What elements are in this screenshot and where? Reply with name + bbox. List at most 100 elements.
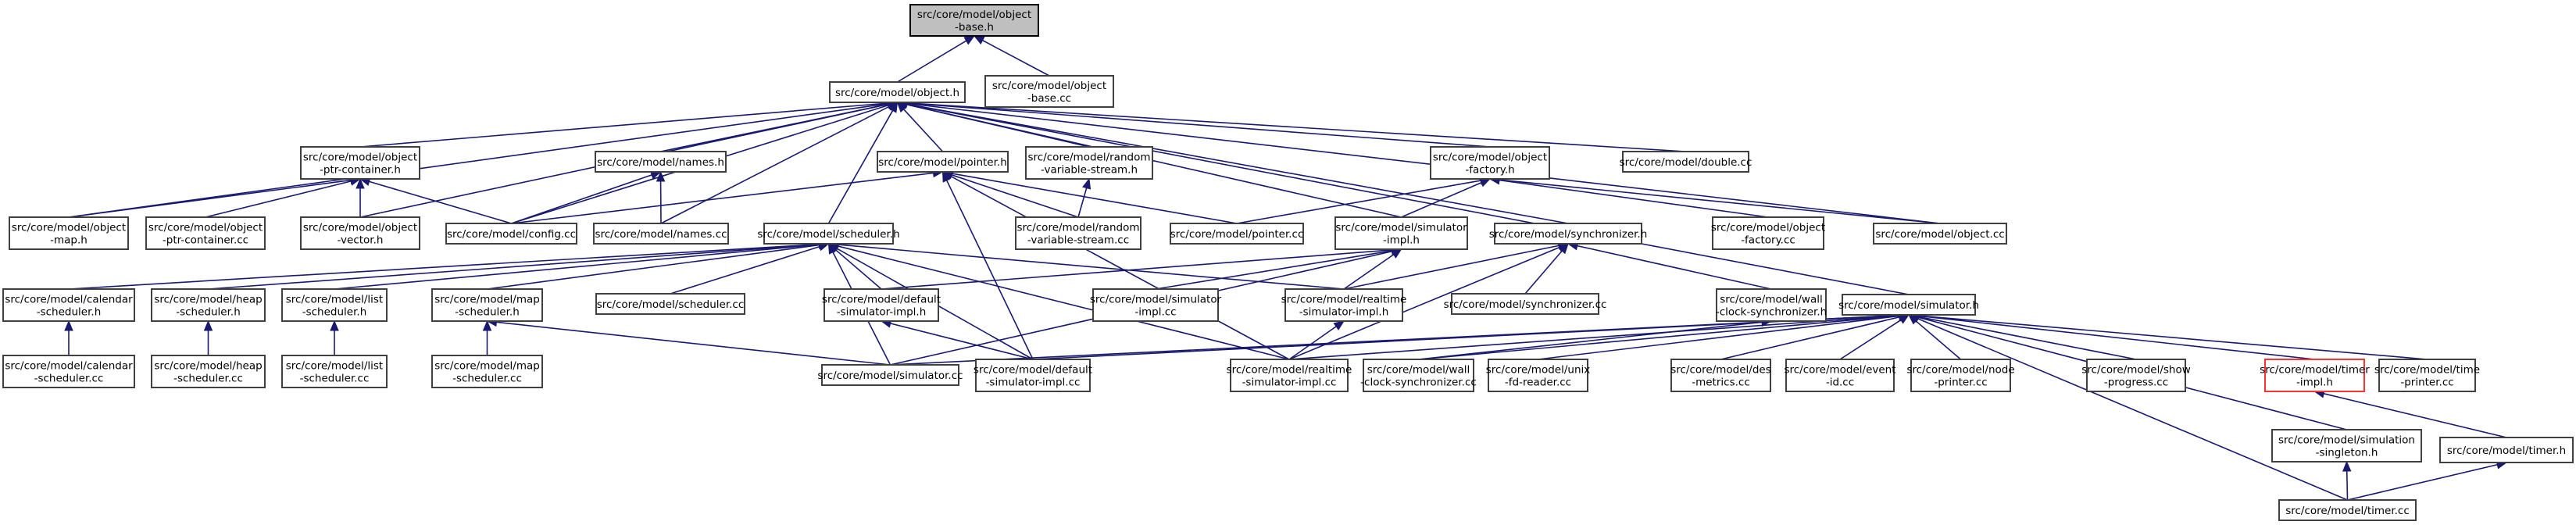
node-box (1284, 288, 1403, 322)
file-node-default-simulator-impl-h[interactable]: src/core/model/default-simulator-impl.h (822, 288, 941, 322)
node-box (877, 151, 1009, 173)
file-node-object-ptr-container-h[interactable]: src/core/model/object-ptr-container.h (300, 146, 420, 180)
file-node-list-scheduler-cc[interactable]: src/core/model/list-scheduler.cc (281, 355, 388, 388)
file-node-object-vector-h[interactable]: src/core/model/object-vector.h (300, 216, 420, 250)
file-node-timer-cc[interactable]: src/core/model/timer.cc (2278, 499, 2417, 521)
file-node-realtime-simulator-impl-h[interactable]: src/core/model/realtime-simulator-impl.h (1281, 288, 1407, 322)
file-node-time-printer-cc[interactable]: src/core/model/time-printer.cc (2374, 359, 2480, 392)
edge-line (952, 173, 1238, 224)
file-node-scheduler-cc[interactable]: src/core/model/scheduler.cc (595, 293, 745, 315)
file-node-default-simulator-impl-cc[interactable]: src/core/model/default-simulator-impl.cc (974, 359, 1092, 392)
edge-line (906, 103, 1910, 295)
edge-line (827, 110, 894, 224)
file-node-list-scheduler-h[interactable]: src/core/model/list-scheduler.h (281, 288, 388, 322)
edge-line (982, 39, 1050, 77)
file-node-pointer-h[interactable]: src/core/model/pointer.h (877, 151, 1009, 173)
file-node-show-progress-cc[interactable]: src/core/model/show-progress.cc (2081, 359, 2191, 392)
file-node-node-printer-cc[interactable]: src/core/model/node-printer.cc (1906, 359, 2015, 392)
dependency-edge-names-h-to-object-h (660, 99, 899, 152)
node-box (1334, 216, 1468, 250)
file-node-simulator-impl-h[interactable]: src/core/model/simulator-impl.h (1334, 216, 1468, 250)
node-label-line: src/core/model/des (1670, 364, 1771, 377)
file-node-random-variable-stream-cc[interactable]: src/core/model/random-variable-stream.cc (1015, 216, 1142, 250)
node-box (431, 288, 543, 322)
dependency-edge-timer-cc-to-simulation-singleton-h (2342, 460, 2352, 501)
file-node-map-scheduler-h[interactable]: src/core/model/map-scheduler.h (431, 288, 543, 322)
file-node-synchronizer-h[interactable]: src/core/model/synchronizer.h (1489, 223, 1648, 245)
file-node-object-ptr-container-cc[interactable]: src/core/model/object-ptr-container.cc (145, 216, 266, 250)
file-node-event-id-cc[interactable]: src/core/model/event-id.cc (1784, 359, 1896, 392)
node-label-line: src/core/model/object (303, 222, 417, 234)
node-label-line: src/core/model/wall (1720, 294, 1822, 306)
file-node-synchronizer-cc[interactable]: src/core/model/synchronizer.cc (1444, 293, 1607, 315)
file-node-object-h[interactable]: src/core/model/object.h (829, 81, 966, 103)
file-node-simulation-singleton-h[interactable]: src/core/model/simulation-singleton.h (2271, 429, 2422, 462)
node-label-line: src/core/model/event (1784, 364, 1895, 377)
node-label-line: src/core/model/node (1906, 364, 2014, 377)
file-node-calendar-scheduler-h[interactable]: src/core/model/calendar-scheduler.h (2, 288, 135, 322)
node-box (145, 216, 266, 250)
file-node-scheduler-h[interactable]: src/core/model/scheduler.h (757, 223, 900, 245)
file-node-simulator-cc[interactable]: src/core/model/simulator.cc (817, 364, 963, 386)
dependency-edge-simulator-cc-to-map-scheduler-h (486, 317, 891, 366)
node-label-line: src/core/model/simulator.h (1838, 299, 1979, 312)
file-node-random-variable-stream-h[interactable]: src/core/model/random-variable-stream.h (1025, 146, 1153, 180)
edge-line (2323, 393, 2507, 438)
file-node-pointer-cc[interactable]: src/core/model/pointer.cc (1170, 223, 1304, 245)
node-label-line: -scheduler.cc (173, 373, 243, 385)
node-label-line: -scheduler.h (302, 306, 367, 319)
file-node-wall-clock-synchronizer-h[interactable]: src/core/model/wall-clock-synchronizer.h (1716, 288, 1827, 322)
file-node-names-cc[interactable]: src/core/model/names.cc (593, 223, 729, 245)
file-node-unix-fd-reader-cc[interactable]: src/core/model/unix-fd-reader.cc (1486, 359, 1590, 392)
node-label-line: -scheduler.h (455, 306, 520, 319)
node-box (2278, 499, 2417, 521)
node-label-line: -fd-reader.cc (1505, 377, 1571, 389)
node-label-line: -factory.cc (1741, 234, 1795, 247)
file-node-heap-scheduler-cc[interactable]: src/core/model/heap-scheduler.cc (151, 355, 266, 388)
file-node-object-factory-h[interactable]: src/core/model/object-factory.h (1430, 146, 1550, 180)
node-label-line: -ptr-container.h (320, 164, 401, 177)
file-node-object-base-cc[interactable]: src/core/model/object-base.cc (984, 75, 1114, 108)
edge-line (1418, 315, 1900, 360)
node-label-line: src/core/model/default (974, 364, 1092, 377)
file-node-heap-scheduler-h[interactable]: src/core/model/heap-scheduler.h (151, 288, 266, 322)
edge-line (837, 245, 1290, 360)
node-label-line: src/core/model/unix (1486, 364, 1590, 377)
file-node-object-factory-cc[interactable]: src/core/model/object-factory.cc (1711, 216, 1825, 250)
dependency-edge-timer-cc-to-timer-h (2347, 460, 2508, 501)
node-box (300, 146, 420, 180)
node-label-line: src/core/model/calendar (5, 360, 133, 373)
file-node-calendar-scheduler-cc[interactable]: src/core/model/calendar-scheduler.cc (2, 355, 135, 388)
file-node-des-metrics-cc[interactable]: src/core/model/des-metrics.cc (1670, 359, 1771, 392)
node-box (763, 223, 894, 245)
file-node-timer-h[interactable]: src/core/model/timer.h (2439, 437, 2574, 463)
dependency-edge-config-cc-to-names-h (511, 170, 662, 224)
file-node-object-base-h[interactable]: src/core/model/object-base.h (909, 4, 1039, 37)
dependency-edge-default-simulator-impl-cc-to-pointer-h (941, 170, 1034, 360)
file-node-simulator-impl-cc[interactable]: src/core/model/simulator-impl.cc (1090, 288, 1222, 322)
file-node-names-h[interactable]: src/core/model/names.h (595, 151, 727, 173)
node-label-line: src/core/model/synchronizer.cc (1444, 298, 1607, 311)
file-node-timer-impl-h[interactable]: src/core/model/timer-impl.h (2260, 359, 2370, 392)
file-node-wall-clock-synchronizer-cc[interactable]: src/core/model/wall-clock-synchronizer.c… (1360, 359, 1477, 392)
dependency-edge-scheduler-cc-to-scheduler-h (670, 242, 830, 295)
node-label-line: src/core/model/scheduler.h (757, 228, 899, 241)
file-node-object-map-h[interactable]: src/core/model/object-map.h (9, 216, 129, 250)
file-node-object-cc[interactable]: src/core/model/object.cc (1873, 223, 2007, 245)
dependency-edge-object-base-cc-to-object-base-h (973, 35, 1050, 77)
edge-line (1032, 314, 1900, 360)
file-node-config-cc[interactable]: src/core/model/config.cc (445, 223, 577, 245)
edge-line (1917, 316, 2137, 360)
node-label-line: src/core/model/heap (154, 360, 262, 373)
arrowhead-icon (64, 320, 73, 331)
edge-line (903, 109, 944, 152)
file-node-simulator-h[interactable]: src/core/model/simulator.h (1838, 294, 1979, 316)
node-label-line: src/core/model/names.cc (595, 228, 727, 241)
file-node-double-cc[interactable]: src/core/model/double.cc (1620, 151, 1752, 173)
edge-line (208, 244, 820, 290)
file-node-realtime-simulator-impl-cc[interactable]: src/core/model/realtime-simulator-impl.c… (1227, 359, 1352, 392)
file-node-map-scheduler-cc[interactable]: src/core/model/map-scheduler.cc (431, 355, 543, 388)
edge-line (950, 176, 1290, 360)
node-label-line: src/core/model/double.cc (1620, 156, 1752, 169)
edge-line (334, 244, 820, 290)
